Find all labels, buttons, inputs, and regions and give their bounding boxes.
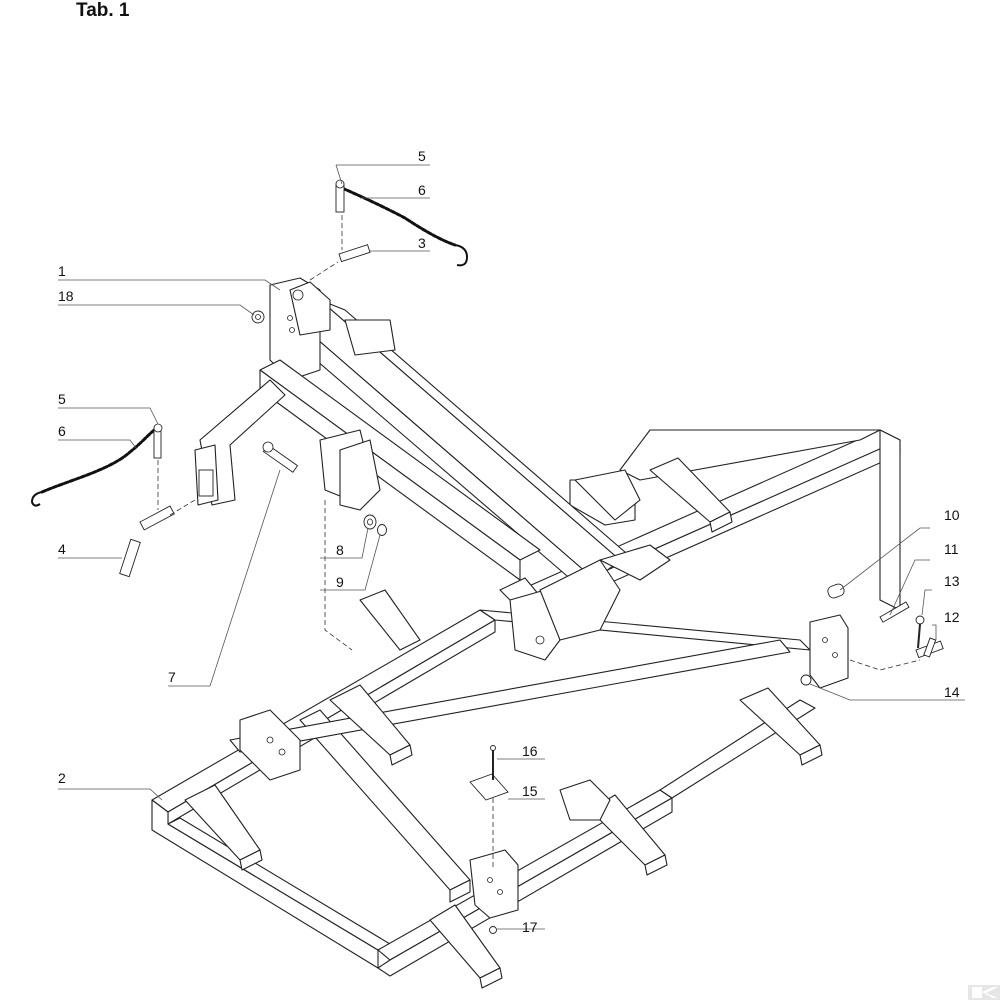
bolt-7 [262,441,299,473]
callout-17: 17 [522,919,538,935]
callout-7: 7 [168,669,176,685]
pin-12 [915,637,944,659]
nut-9 [377,524,387,536]
callout-5-left: 5 [58,391,66,407]
pin-10 [827,583,845,599]
bolt-16 [490,745,496,780]
callout-5-top: 5 [418,148,426,164]
callout-8: 8 [336,542,344,558]
washer-8 [363,514,377,530]
nut-17 [489,926,497,934]
callout-16: 16 [522,743,538,759]
callout-13: 13 [944,573,960,589]
brand-k-logo-icon [968,985,1000,1000]
callout-3: 3 [418,235,426,251]
headstock-frame [194,277,671,661]
assembly-line-right [849,659,921,671]
leader-lines [58,164,965,930]
nut-14 [800,674,812,686]
bolt-11 [879,601,910,623]
plate-15 [469,773,509,801]
washer-18 [251,310,265,324]
page-title: Tab. 1 [76,0,130,21]
left-chain-assembly [30,423,163,510]
linch-pin-4 [119,499,196,578]
top-chain-assembly [309,179,469,281]
callout-6-top: 6 [418,182,426,198]
callout-10: 10 [944,507,960,523]
callout-2: 2 [58,770,66,786]
callout-1: 1 [58,263,66,279]
callout-15: 15 [522,783,538,799]
callout-6-left: 6 [58,423,66,439]
callout-4: 4 [58,541,66,557]
callout-12: 12 [944,609,960,625]
callout-14: 14 [944,684,960,700]
callout-9: 9 [336,574,344,590]
linch-pin-13 [915,615,925,649]
callout-11: 11 [944,541,959,557]
callout-18: 18 [58,288,74,304]
assembly-line-left [324,500,353,651]
